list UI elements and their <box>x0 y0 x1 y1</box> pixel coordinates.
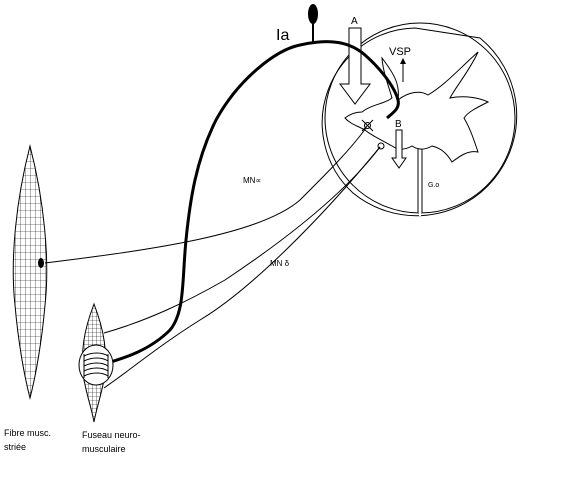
ia-afferent-fiber: Ia <box>103 4 400 366</box>
mn-gamma-fibers <box>103 146 381 389</box>
arrow-b: B <box>391 119 407 169</box>
spinal-cord-section: G.o <box>321 22 518 217</box>
alpha-motor-neuron-soma <box>361 119 374 132</box>
vsp-arrow: VSP <box>389 46 411 82</box>
ia-label: Ia <box>276 27 289 44</box>
arrow-b-label: B <box>395 119 402 130</box>
go-label: G.o <box>428 182 439 189</box>
fibre-label-line2: striée <box>4 442 26 452</box>
neuromuscular-spindle <box>78 302 114 423</box>
annulospiral-ending <box>83 352 109 378</box>
spinal-cord-outline <box>321 27 518 217</box>
mn-alpha-label: MN∝ <box>243 176 261 185</box>
mn-gamma-label: MN δ <box>270 259 290 268</box>
motor-endplate <box>38 258 44 268</box>
striated-muscle-fibre <box>12 144 48 400</box>
vsp-label: VSP <box>389 46 411 58</box>
grey-matter <box>344 51 490 163</box>
mn-alpha-fiber <box>44 127 367 264</box>
fibre-label-line1: Fibre musc. <box>4 428 51 438</box>
fuseau-label-line2: musculaire <box>82 444 126 454</box>
fuseau-label-line1: Fuseau neuro- <box>82 430 141 440</box>
arrow-a: A <box>339 16 371 105</box>
dorsal-root-ganglion <box>308 4 318 24</box>
arrow-a-label: A <box>351 16 358 27</box>
